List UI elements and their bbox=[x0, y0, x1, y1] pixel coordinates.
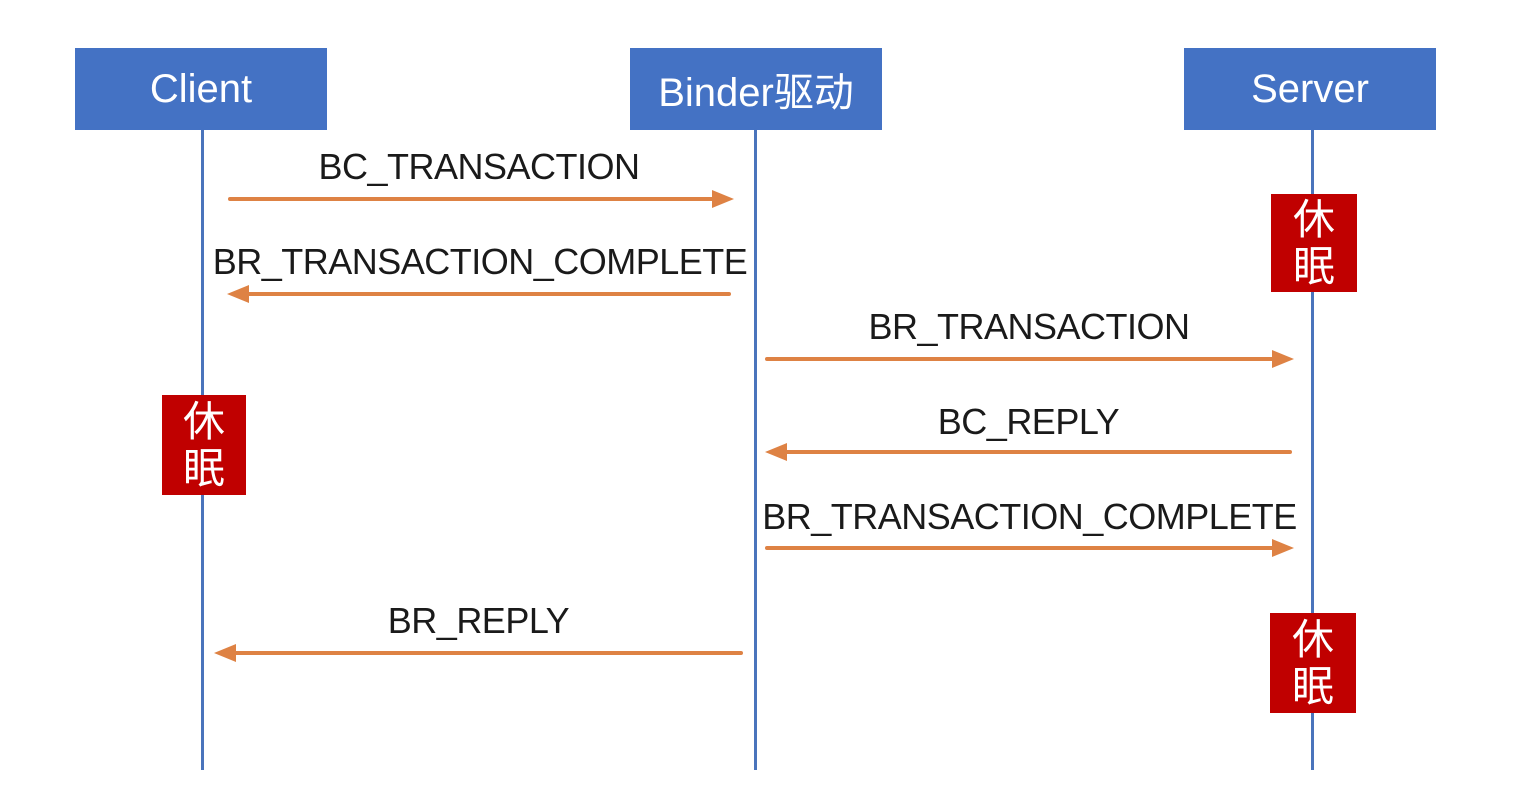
message-label: BC_REPLY bbox=[937, 401, 1120, 442]
message-label: BR_TRANSACTION_COMPLETE bbox=[212, 241, 748, 282]
sleep-marker-client: 休眠 bbox=[162, 395, 246, 495]
sleep-marker-server-top: 休眠 bbox=[1271, 194, 1357, 292]
message-label: BC_TRANSACTION bbox=[318, 146, 640, 187]
participant-client-label: Client bbox=[149, 66, 253, 111]
participant-client: Client bbox=[75, 48, 327, 130]
arrow-right-icon bbox=[765, 539, 1294, 557]
sleep-label: 休眠 bbox=[183, 397, 226, 492]
participant-server: Server bbox=[1184, 48, 1436, 130]
message-label: BR_TRANSACTION_COMPLETE bbox=[762, 496, 1297, 537]
arrow-right-icon bbox=[228, 190, 734, 208]
sleep-marker-server-bottom: 休眠 bbox=[1270, 613, 1356, 713]
message-label: BR_TRANSACTION bbox=[868, 306, 1190, 347]
lifeline-binder-driver bbox=[754, 130, 757, 770]
participant-binder-driver-label: Binder驱动 bbox=[658, 71, 854, 115]
participant-binder-driver: Binder驱动 bbox=[630, 48, 882, 130]
sleep-label: 休眠 bbox=[1292, 615, 1335, 710]
arrow-left-icon bbox=[765, 443, 1292, 461]
participant-server-label: Server bbox=[1251, 66, 1369, 111]
arrow-left-icon bbox=[227, 285, 731, 303]
arrow-left-icon bbox=[214, 644, 743, 662]
message-label: BR_REPLY bbox=[387, 600, 570, 641]
sleep-label: 休眠 bbox=[1293, 195, 1336, 290]
arrow-right-icon bbox=[765, 350, 1294, 368]
lifeline-server bbox=[1311, 130, 1314, 770]
